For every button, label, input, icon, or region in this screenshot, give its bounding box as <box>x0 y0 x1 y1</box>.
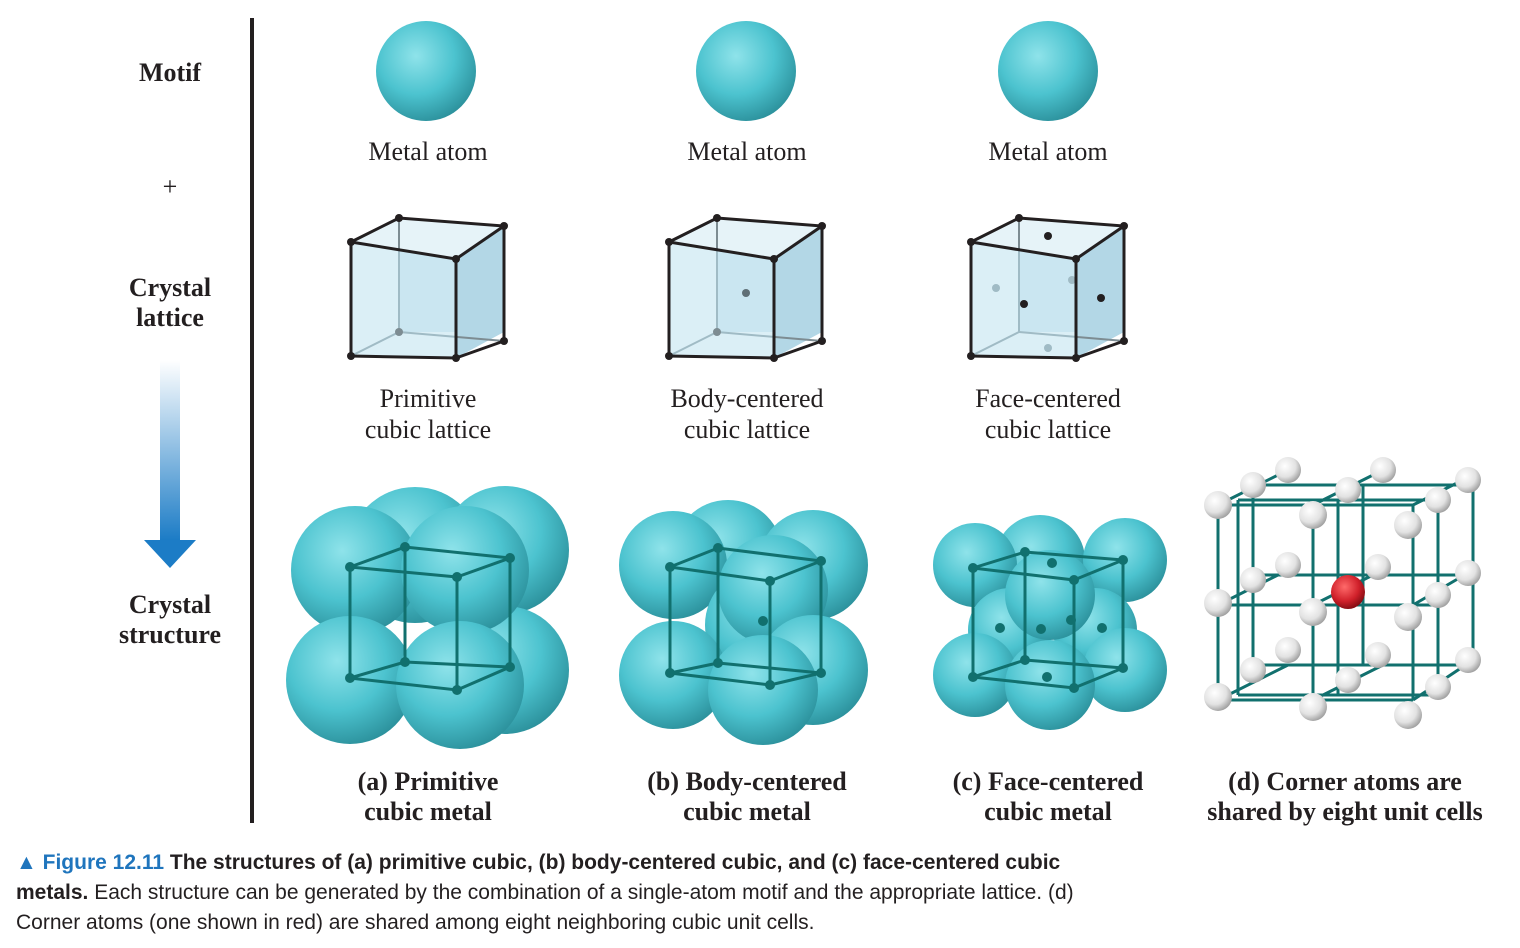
structure-label-line2: cubic metal <box>364 797 492 826</box>
body-centered-cubic-metal-structure <box>619 500 868 745</box>
metal-atom-icon <box>696 21 796 121</box>
metal-atom-icon <box>376 21 476 121</box>
lattice-label-line2: cubic lattice <box>984 415 1112 444</box>
figure-number: Figure 12.11 <box>42 851 165 874</box>
figure-caption: ▲ Figure 12.11 The structures of (a) pri… <box>16 848 1116 938</box>
structure-label-d: (d) Corner atoms are shared by eight uni… <box>1180 767 1510 827</box>
structure-label-a: (a) Primitive cubic metal <box>283 767 573 827</box>
lattice-label-line2: cubic lattice <box>683 415 811 444</box>
red-atom-icon <box>1331 575 1365 609</box>
shared-corner-atoms-lattice <box>1204 457 1481 729</box>
face-centered-cubic-metal-structure <box>933 515 1167 730</box>
caption-body-text: Each structure can be generated by the c… <box>16 881 1074 934</box>
motif-label: Metal atom <box>988 137 1108 166</box>
row-label-structure-line1: Crystal <box>128 590 212 619</box>
motif-label: Metal atom <box>687 137 807 166</box>
lattice-label-primitive: Primitive cubic lattice <box>298 383 558 445</box>
caption-bold-text: The structures of (a) primitive cubic, (… <box>16 851 1061 904</box>
body-centered-cubic-lattice <box>665 214 827 362</box>
row-label-motif: Motif <box>138 58 202 87</box>
primitive-cubic-lattice <box>347 214 509 362</box>
structure-label-line1: (d) Corner atoms are <box>1228 767 1462 796</box>
lattice-label-face-centered: Face-centered cubic lattice <box>898 383 1198 445</box>
face-centered-cubic-lattice <box>967 214 1129 362</box>
plus-sign: + <box>162 172 178 201</box>
lattice-label-line2: cubic lattice <box>364 415 492 444</box>
figure-marker-icon: ▲ <box>16 851 37 874</box>
row-label-structure-line2: structure <box>118 620 222 649</box>
row-label-lattice-line2: lattice <box>136 303 204 332</box>
structure-label-line2: cubic metal <box>984 797 1112 826</box>
row-label-lattice-line1: Crystal <box>128 273 212 302</box>
row-label-structure: Crystal structure <box>70 590 270 650</box>
down-arrow-icon <box>144 360 196 568</box>
structure-label-line1: (c) Face-centered <box>952 767 1144 796</box>
metal-atom-icon <box>998 21 1098 121</box>
vertical-divider <box>250 18 254 823</box>
lattice-label-body-centered: Body-centered cubic lattice <box>597 383 897 445</box>
lattice-label-line1: Face-centered <box>975 384 1121 413</box>
structure-label-b: (b) Body-centered cubic metal <box>597 767 897 827</box>
motif-label: Metal atom <box>368 137 488 166</box>
lattice-label-line1: Primitive <box>379 384 477 413</box>
structure-label-line2: shared by eight unit cells <box>1207 797 1483 826</box>
structure-label-line2: cubic metal <box>683 797 811 826</box>
lattice-label-line1: Body-centered <box>670 384 824 413</box>
primitive-cubic-metal-structure <box>286 486 569 749</box>
row-label-lattice: Crystal lattice <box>70 273 270 333</box>
structure-label-c: (c) Face-centered cubic metal <box>898 767 1198 827</box>
structure-label-line1: (b) Body-centered <box>647 767 847 796</box>
structure-label-line1: (a) Primitive <box>357 767 499 796</box>
